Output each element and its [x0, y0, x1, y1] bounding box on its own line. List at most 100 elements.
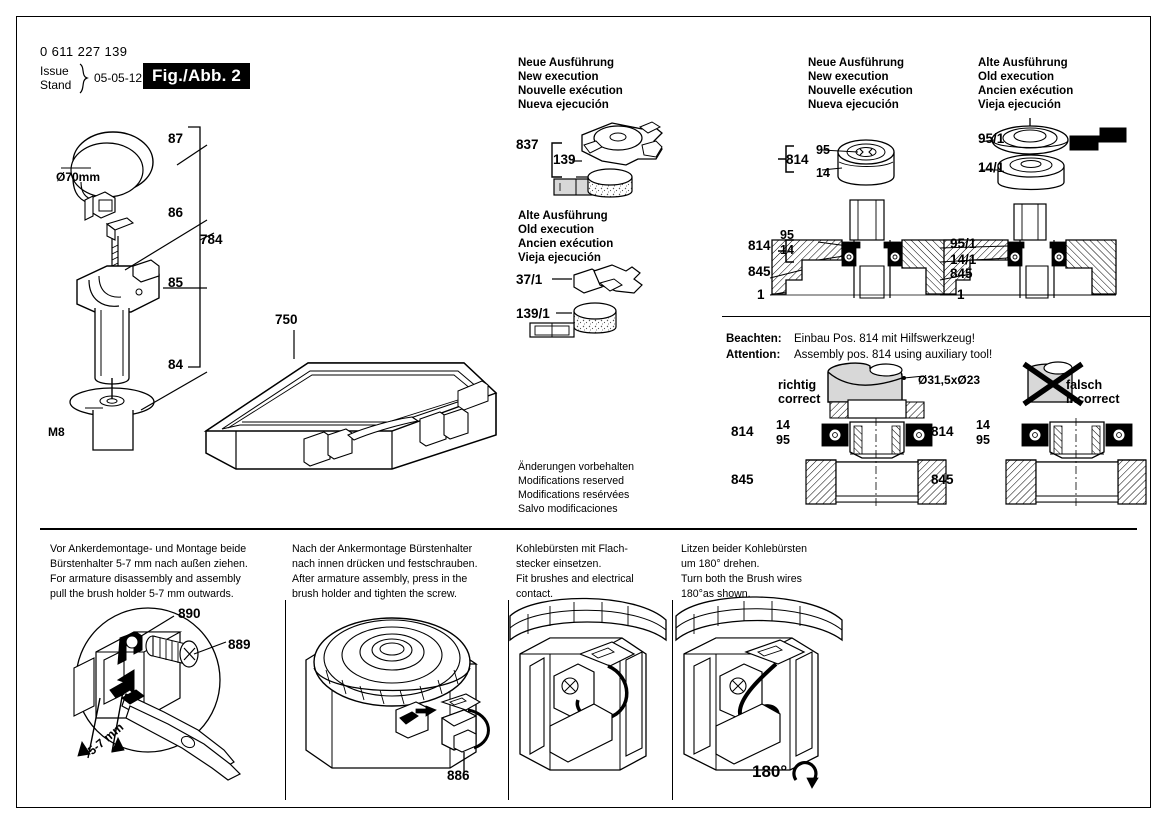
diameter-label: Ø70mm	[56, 170, 101, 184]
bearing-old-drawing	[939, 118, 1127, 299]
rotation-label: 180°	[752, 762, 788, 781]
panel-divider-2	[508, 600, 509, 800]
callout-14-1-top: 14/1	[978, 160, 1005, 175]
panel-divider-1	[285, 600, 286, 800]
p3-de-2: stecker einsetzen.	[516, 558, 602, 570]
callout-845-correct: 845	[731, 472, 754, 487]
disclaimer-en: Modifications reserved	[518, 475, 624, 487]
brush-new-drawing	[551, 121, 663, 198]
heading-es: Vieja ejecución	[518, 252, 601, 264]
heading-fr: Ancien exécution	[978, 85, 1074, 97]
disclaimer-de: Änderungen vorbehalten	[518, 461, 635, 473]
figure-badge-label: Fig./Abb. 2	[143, 63, 251, 89]
auxiliary-tool-correct	[827, 362, 925, 403]
rotation-arrow-icon	[792, 760, 819, 789]
p1-en-2: pull the brush holder 5-7 mm outwards.	[50, 588, 234, 600]
p1-de-2: Bürstenhalter 5-7 mm nach außen ziehen.	[50, 558, 248, 570]
heading-fr: Ancien exécution	[518, 238, 614, 250]
heading-es: Nueva ejecución	[808, 99, 899, 111]
p2-en-2: brush holder and tighten the screw.	[292, 588, 457, 600]
p4-de-1: Litzen beider Kohlebürsten	[681, 543, 808, 555]
heading-en: New execution	[518, 71, 599, 83]
callout-14-correct: 14	[776, 418, 790, 432]
issue-label-de: Issue	[40, 64, 69, 78]
callout-95-correct: 95	[776, 433, 790, 447]
panel-3-drawing	[509, 597, 667, 771]
assembly-bracket-784	[188, 126, 215, 368]
callout-1-old: 1	[957, 287, 965, 302]
issue-label-en: Stand	[40, 78, 72, 92]
callout-889: 889	[228, 637, 251, 652]
callout-95-1-section: 95/1	[950, 236, 977, 251]
p2-de-1: Nach der Ankermontage Bürstenhalter	[292, 543, 473, 555]
attention-label-de: Beachten:	[726, 333, 782, 345]
heading-es: Vieja ejecución	[978, 99, 1061, 111]
attention-label-en: Attention:	[726, 349, 781, 361]
incorrect-section-drawing	[1005, 418, 1147, 506]
callout-group-814-top: 814	[786, 152, 809, 167]
callout-95-1-top: 95/1	[978, 131, 1005, 146]
issue-block: Issue Stand 05-05-12	[40, 63, 280, 98]
callout-14-top: 14	[816, 166, 830, 180]
page-border	[16, 16, 1151, 808]
callout-95-section: 95	[780, 228, 794, 242]
p3-en-2: contact.	[516, 588, 554, 600]
callout-886: 886	[447, 768, 470, 783]
callout-890: 890	[178, 606, 201, 621]
callout-1: 1	[757, 287, 765, 302]
callout-139: 139	[553, 152, 576, 167]
callout-845-incorrect: 845	[931, 472, 954, 487]
bottom-section-divider	[40, 528, 1137, 530]
callout-14-incorrect: 14	[976, 418, 990, 432]
p1-de-1: Vor Ankerdemontage- und Montage beide	[50, 543, 247, 555]
heading-fr: Nouvelle exécution	[518, 85, 623, 97]
callout-group-814-section: 814	[748, 238, 771, 253]
correct-de: richtig	[778, 378, 817, 392]
correct-en: correct	[778, 392, 821, 406]
tool-dimension: Ø31,5xØ23	[918, 373, 981, 387]
part-number: 0 611 227 139	[40, 44, 128, 59]
callout-95-incorrect: 95	[976, 433, 990, 447]
p2-de-2: nach innen drücken und festschrauben.	[292, 558, 478, 570]
correct-section-drawing	[805, 399, 947, 506]
callout-14-section: 14	[780, 243, 794, 257]
issue-date: 05-05-12	[94, 71, 143, 85]
disclaimer-es: Salvo modificaciones	[518, 503, 618, 515]
panel-1-drawing	[73, 607, 242, 781]
callout-group-814-correct: 814	[731, 424, 754, 439]
callout-784: 784	[200, 232, 223, 247]
callout-group-814-incorrect: 814	[931, 424, 954, 439]
callout-37-1: 37/1	[516, 272, 543, 287]
bearing-new-drawing	[769, 139, 951, 299]
p3-de-1: Kohlebürsten mit Flach-	[516, 543, 628, 555]
auxiliary-handle-drawing	[61, 131, 208, 451]
attention-text-en: Assembly pos. 814 using auxiliary tool!	[794, 349, 993, 361]
heading-de: Alte Ausführung	[978, 57, 1068, 69]
callout-14-1-section: 14/1	[950, 252, 977, 267]
attention-divider	[722, 316, 1150, 317]
disclaimer-fr: Modifications resérvées	[518, 489, 630, 501]
brace-icon	[79, 63, 89, 94]
callout-837: 837	[516, 137, 539, 152]
incorrect-en: incorrect	[1066, 392, 1120, 406]
heading-en: Old execution	[518, 224, 595, 236]
p3-en-1: Fit brushes and electrical	[516, 573, 634, 585]
heading-fr: Nouvelle exécution	[808, 85, 913, 97]
p4-en-1: Turn both the Brush wires	[681, 573, 802, 585]
callout-85: 85	[168, 275, 184, 290]
heading-de: Neue Ausführung	[518, 57, 615, 69]
heading-de: Alte Ausführung	[518, 210, 608, 222]
panel-divider-3	[672, 600, 673, 800]
heading-en: Old execution	[978, 71, 1055, 83]
callout-87: 87	[168, 131, 184, 146]
callout-750: 750	[275, 312, 298, 327]
p1-en-1: For armature disassembly and assembly	[50, 573, 241, 585]
callout-845-old: 845	[950, 266, 973, 281]
callout-139-1: 139/1	[516, 306, 550, 321]
p2-en-1: After armature assembly, press in the	[292, 573, 468, 585]
thread-label: M8	[48, 425, 65, 439]
p4-de-2: um 180° drehen.	[681, 558, 760, 570]
auxiliary-tool-incorrect	[1022, 361, 1084, 407]
heading-de: Neue Ausführung	[808, 57, 905, 69]
heading-en: New execution	[808, 71, 889, 83]
